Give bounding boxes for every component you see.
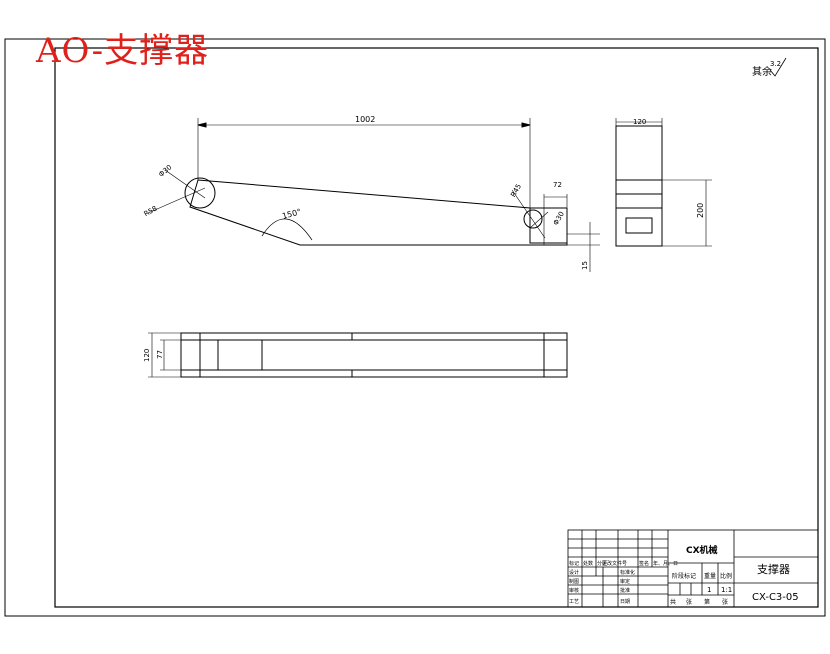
outer-border xyxy=(4,38,826,617)
scale-label: 比例 xyxy=(720,572,732,580)
role-process: 工艺 xyxy=(569,599,579,605)
dim-thickness: 15 xyxy=(581,261,589,270)
sheet-label: 张 xyxy=(686,598,692,606)
dim-offset-h: 72 xyxy=(553,181,562,189)
row-count: 处数 xyxy=(583,560,593,567)
sheet-total-label: 共 xyxy=(670,598,676,606)
hole-left xyxy=(184,177,216,209)
plan-view xyxy=(148,332,568,378)
role-design: 设计 xyxy=(569,569,579,576)
scale-value: 1:1 xyxy=(721,586,732,594)
quantity-value: 1 xyxy=(707,586,711,594)
arm-outline xyxy=(189,179,568,246)
roughness-label: 其余 xyxy=(752,65,772,78)
right-role-date: 日期 xyxy=(620,599,630,605)
right-role-ratify: 批准 xyxy=(620,587,630,594)
dim-radius-right: Φ30 xyxy=(552,210,566,226)
part-name: 支撑器 xyxy=(757,562,790,576)
hole-right xyxy=(523,209,543,229)
dim-hole-left: Φ30 xyxy=(157,163,173,178)
sheet-no-suffix: 张 xyxy=(722,598,728,606)
overlay-title: AO-支撑器 xyxy=(36,31,210,71)
row-change-doc: 更改文件号 xyxy=(602,560,627,567)
dim-plan-inner: 77 xyxy=(156,350,164,359)
right-role-approve: 审定 xyxy=(620,578,630,585)
drawing-number: CX-C3-05 xyxy=(752,592,799,603)
weight-label: 重量 xyxy=(704,572,716,580)
title-block xyxy=(567,529,819,608)
dim-plan-height: 120 xyxy=(143,349,151,362)
row-mark: 标记 xyxy=(569,560,579,567)
dim-hole-right: R45 xyxy=(509,183,523,199)
dim-radius-left: R58 xyxy=(143,204,159,218)
roughness-note: 其余 3.2 xyxy=(752,57,787,78)
role-review: 审核 xyxy=(569,587,579,594)
inner-border xyxy=(54,47,819,608)
row-signature: 签名 xyxy=(639,560,649,567)
dim-height-side: 200 xyxy=(696,203,705,218)
role-draw: 制图 xyxy=(569,578,579,585)
dim-width-side: 120 xyxy=(633,118,646,126)
row-date: 年、月、日 xyxy=(653,560,678,567)
dim-length: 1002 xyxy=(355,115,375,124)
school-name: CX机械 xyxy=(686,544,718,556)
stage-label: 阶段标记 xyxy=(672,572,696,580)
dim-angle: 150° xyxy=(281,207,302,221)
front-view xyxy=(147,118,600,272)
row-zone: 分区 xyxy=(597,560,607,567)
roughness-value: 3.2 xyxy=(770,60,781,68)
right-role-standard: 标准化 xyxy=(620,569,635,576)
side-view xyxy=(615,118,712,247)
sheet-no-label: 第 xyxy=(704,598,710,606)
title-block-text: CX机械 支撑器 CX-C3-05 阶段标记 重量 比例 1 1:1 共 张 第… xyxy=(569,544,799,606)
